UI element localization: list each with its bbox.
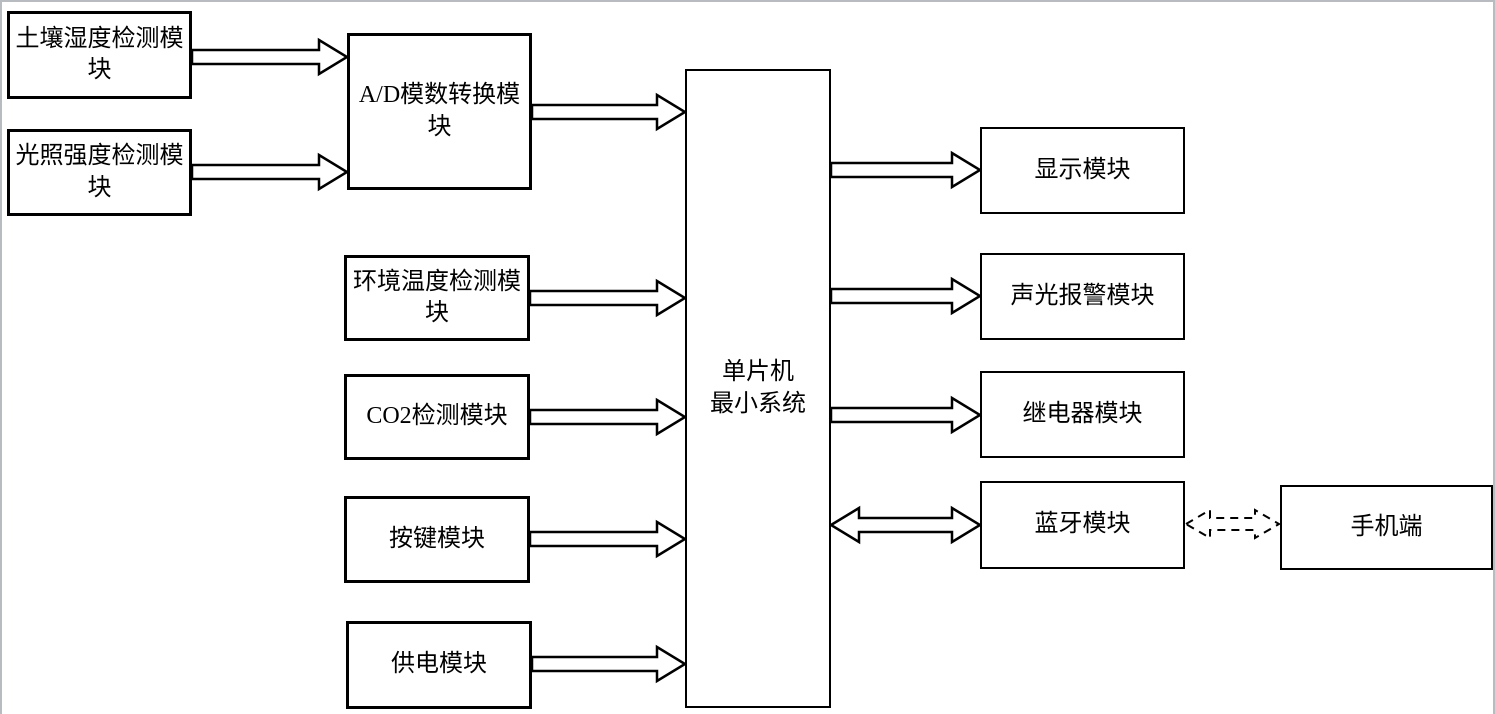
node-soil-moisture-module: 土壤湿度检测模 块 bbox=[7, 11, 192, 99]
arrow-mcu-to-relay bbox=[829, 395, 983, 435]
arrow-adc-to-mcu bbox=[530, 92, 688, 132]
node-light-intensity-module: 光照强度检测模 块 bbox=[7, 129, 192, 216]
arrow-mcu-bluetooth-bidirectional bbox=[828, 505, 983, 545]
arrow-temp-to-mcu bbox=[528, 278, 688, 318]
node-mcu-minimum-system: 单片机 最小系统 bbox=[685, 69, 831, 708]
arrow-mcu-to-display bbox=[829, 150, 983, 190]
node-key-button-module: 按键模块 bbox=[344, 496, 530, 583]
arrow-key-to-mcu bbox=[528, 519, 688, 559]
node-ambient-temperature-module: 环境温度检测模 块 bbox=[344, 255, 530, 341]
arrow-power-to-mcu bbox=[530, 644, 688, 684]
node-bluetooth-module: 蓝牙模块 bbox=[980, 481, 1185, 569]
node-relay-module: 继电器模块 bbox=[980, 371, 1185, 458]
node-ad-converter-module: A/D模数转换模 块 bbox=[347, 33, 532, 190]
node-sound-light-alarm-module: 声光报警模块 bbox=[980, 253, 1185, 340]
node-mobile-phone-terminal: 手机端 bbox=[1280, 485, 1493, 570]
arrow-mcu-to-alarm bbox=[829, 276, 983, 316]
arrow-soil-to-adc bbox=[190, 37, 350, 77]
node-display-module: 显示模块 bbox=[980, 127, 1185, 214]
arrow-light-to-adc bbox=[190, 152, 350, 192]
node-power-supply-module: 供电模块 bbox=[346, 621, 532, 709]
arrow-co2-to-mcu bbox=[528, 397, 688, 437]
node-co2-detection-module: CO2检测模块 bbox=[344, 374, 530, 460]
arrow-bluetooth-phone-dashed-bidirectional bbox=[1184, 508, 1281, 540]
